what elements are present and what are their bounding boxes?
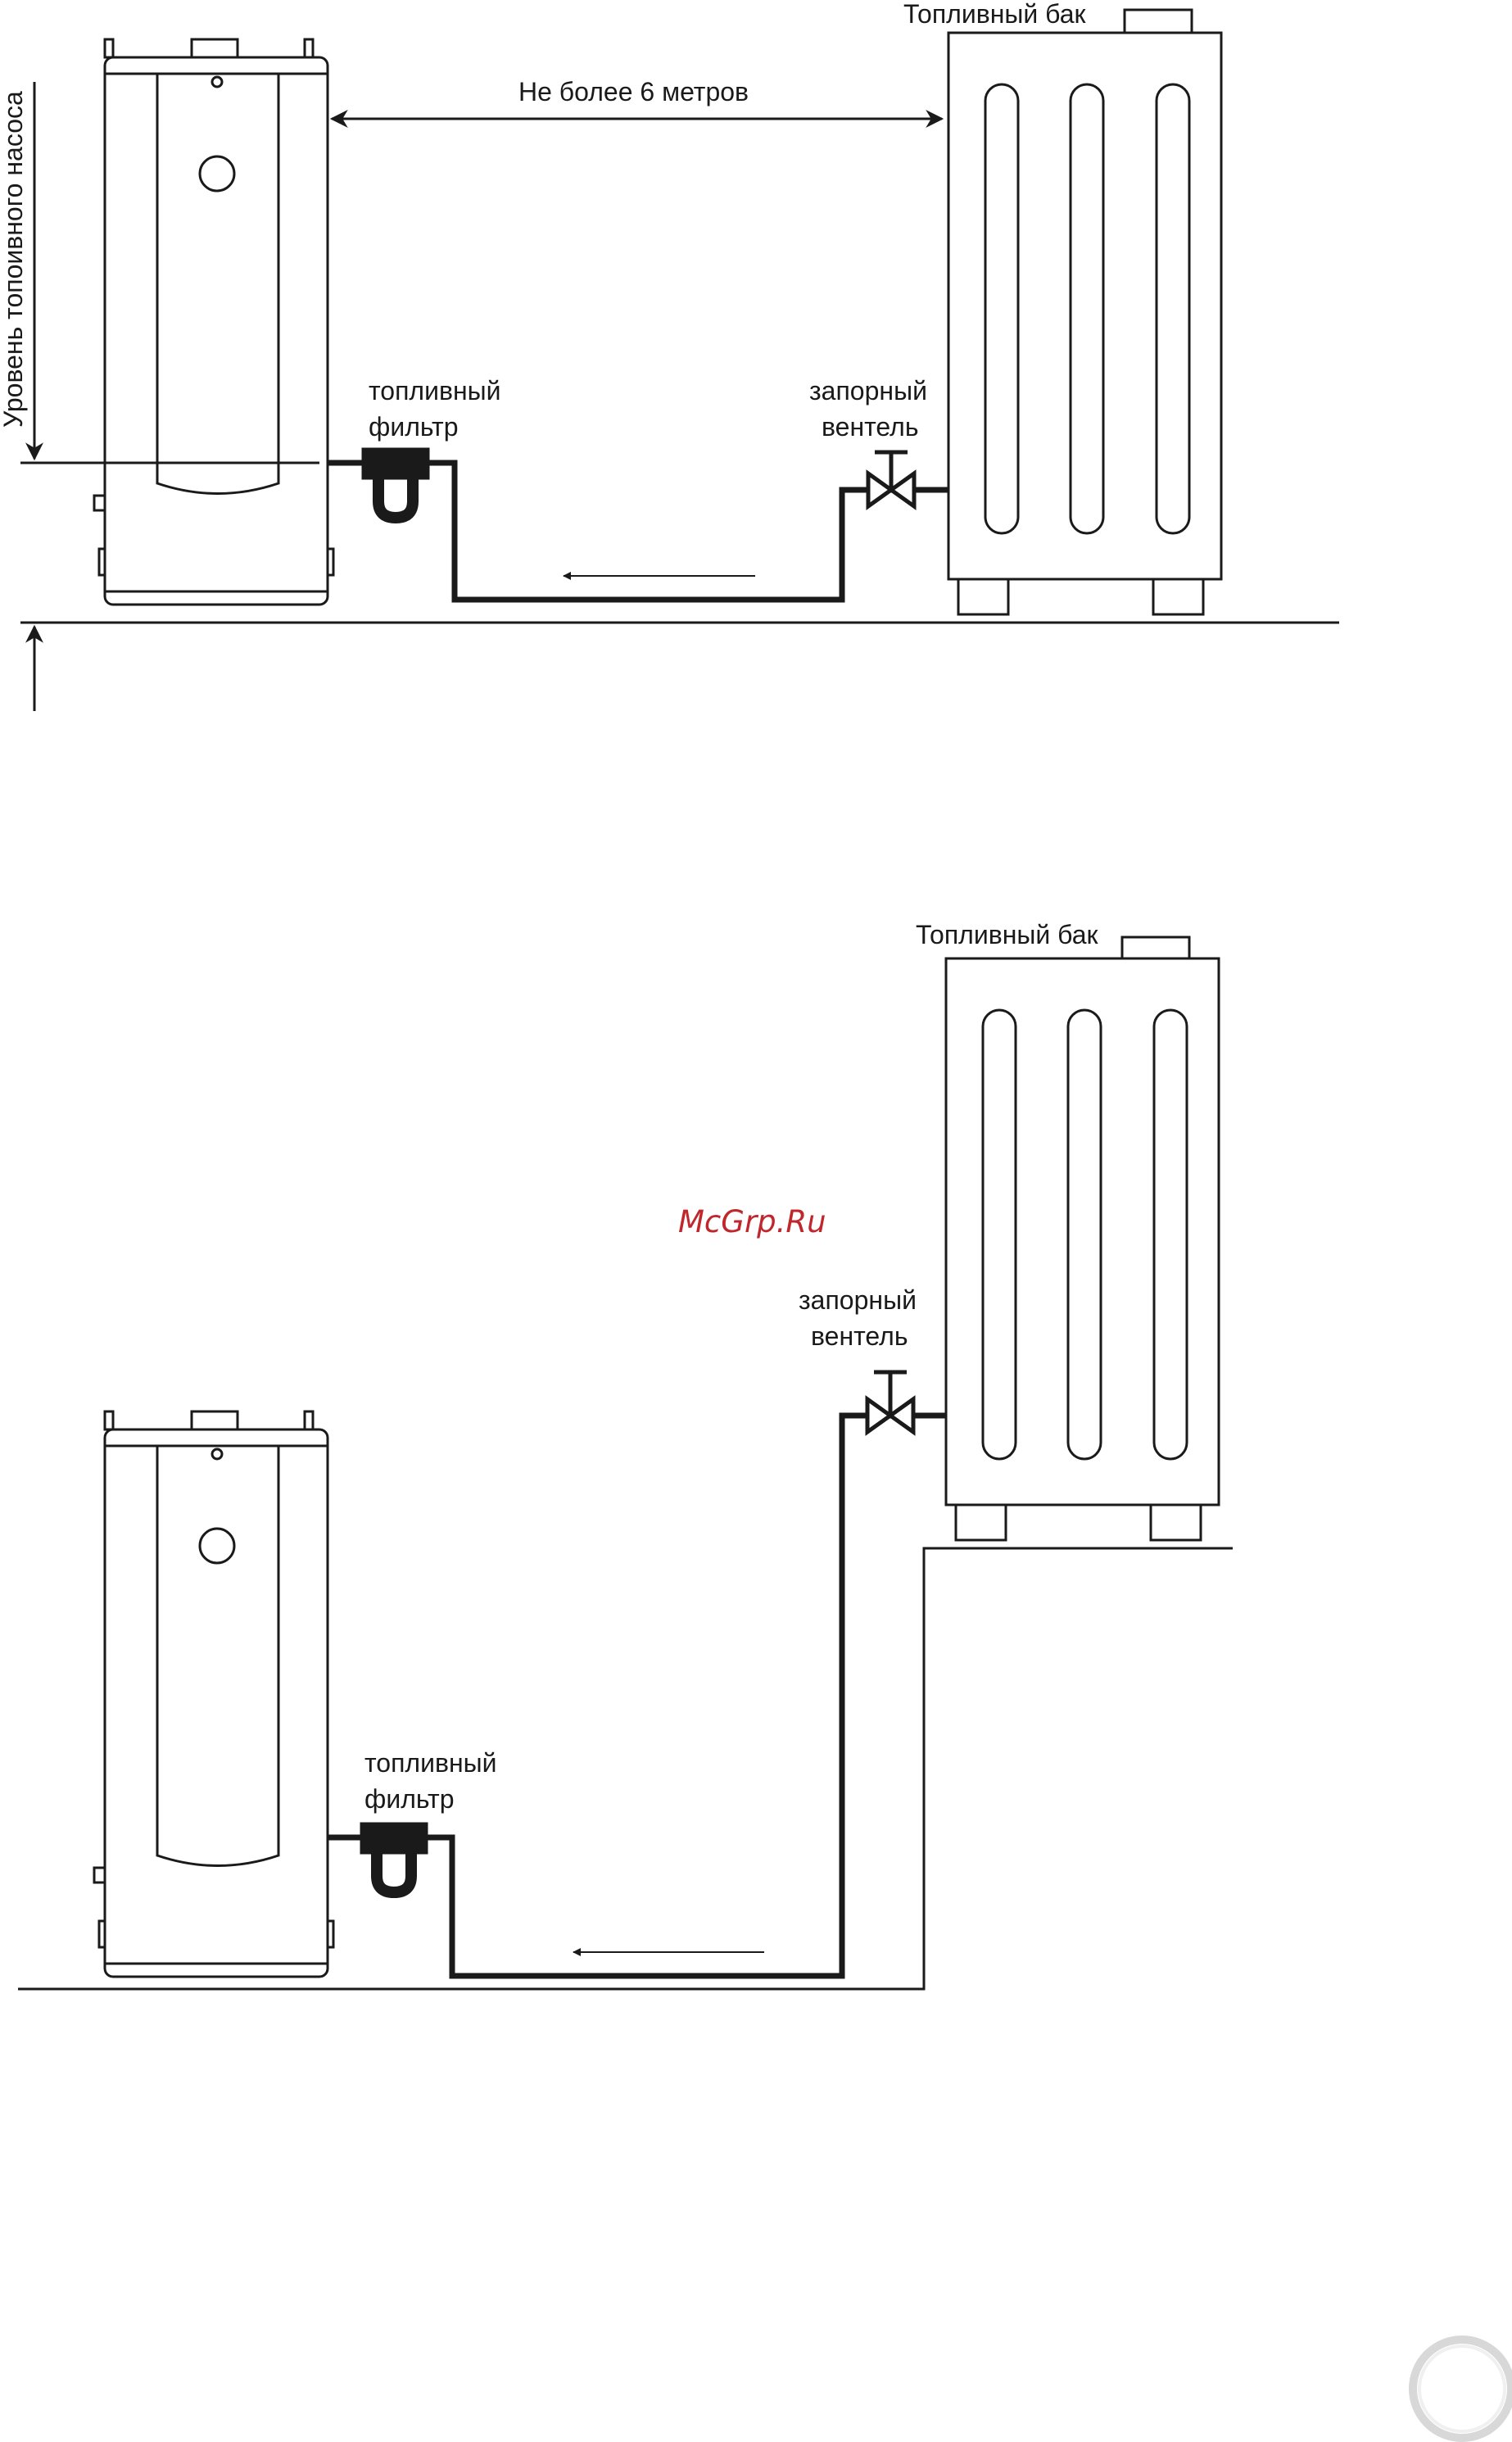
fuel-line [328,463,948,600]
shutoff-valve [867,1372,913,1432]
fuel-filter [361,1824,427,1892]
valve-label-line1: запорный [799,1285,917,1315]
filter-label-line2: фильтр [364,1784,455,1814]
boiler-unit [94,39,333,605]
filter-label-line2: фильтр [369,412,459,442]
stepped-floor-line [18,1548,1233,1989]
shutoff-valve [868,452,914,506]
valve-label-line2: вентель [811,1321,908,1351]
pump-level-label: Уровень топоивного насоса [0,91,28,428]
distance-label: Не более 6 метров [518,77,749,106]
pump-level-dimension [20,82,319,711]
filter-label-line1: топливный [364,1748,497,1778]
diagram-2 [18,937,1233,1989]
watermark: McGrp.Ru [678,1204,826,1239]
valve-label-line2: вентель [822,412,918,442]
valve-label-line1: запорный [809,376,927,405]
tank-label: Топливный бак [916,920,1099,949]
fuel-filter [363,449,428,518]
diagram-1 [20,10,1339,711]
tank-label: Топливный бак [903,0,1087,29]
filter-label-line1: топливный [369,376,501,405]
fuel-tank [946,937,1219,1540]
page-corner-circle-icon [1413,2340,1511,2438]
fuel-tank [948,10,1221,614]
fuel-line [328,1416,946,1976]
boiler-unit [94,1411,333,1977]
